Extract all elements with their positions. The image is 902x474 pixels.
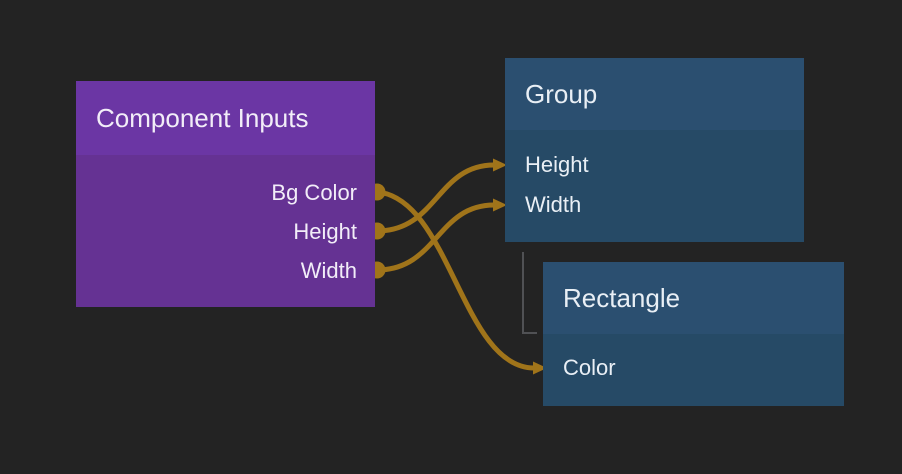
input-port-rectangle-color-label: Color <box>563 355 616 380</box>
node-rectangle-title: Rectangle <box>563 282 681 313</box>
node-component-inputs-header[interactable]: Component Inputs <box>76 81 375 155</box>
node-group-title: Group <box>525 78 598 109</box>
node-component-inputs[interactable]: Component Inputs Bg Color Height Width <box>76 81 375 307</box>
wire-width-to-group-width[interactable] <box>374 202 497 273</box>
input-port-rectangle-color[interactable]: Color <box>543 348 844 388</box>
node-group-header[interactable]: Group <box>505 58 804 130</box>
output-port-bg-color-label: Bg Color <box>271 179 357 205</box>
output-port-height[interactable]: Height <box>76 212 375 251</box>
node-rectangle-header[interactable]: Rectangle <box>543 262 844 334</box>
hierarchy-connector-group-rectangle <box>522 252 537 334</box>
output-port-width[interactable]: Width <box>76 251 375 290</box>
node-group[interactable]: Group Height Width <box>505 58 804 242</box>
node-group-body: Height Width <box>505 130 804 242</box>
node-rectangle[interactable]: Rectangle Color <box>543 262 844 406</box>
input-port-group-height-label: Height <box>525 152 589 177</box>
input-port-group-width-label: Width <box>525 192 582 217</box>
input-port-group-width[interactable]: Width <box>505 185 804 225</box>
output-port-height-label: Height <box>293 218 357 244</box>
output-port-width-label: Width <box>300 257 357 283</box>
node-rectangle-body: Color <box>543 334 844 406</box>
output-port-bg-color[interactable]: Bg Color <box>76 173 375 212</box>
wire-bgcolor-to-rectangle-color[interactable] <box>374 189 537 371</box>
node-component-inputs-body: Bg Color Height Width <box>76 155 375 307</box>
node-component-inputs-title: Component Inputs <box>96 102 309 133</box>
input-port-group-height[interactable]: Height <box>505 145 804 185</box>
wire-height-to-group-height[interactable] <box>374 162 497 234</box>
